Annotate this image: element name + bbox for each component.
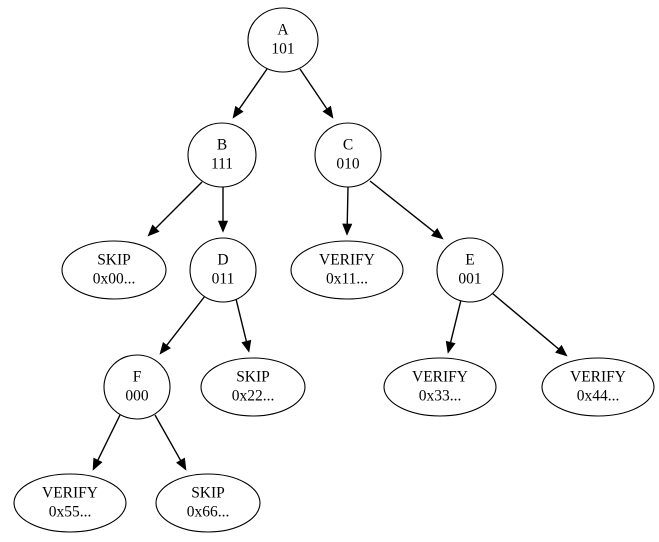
node-shape[interactable] xyxy=(189,237,257,303)
edge-line xyxy=(154,414,182,461)
edge-c-to-e xyxy=(369,180,444,240)
node-label-primary: D xyxy=(217,252,228,269)
edge-line xyxy=(491,292,560,350)
arrowhead-icon xyxy=(92,457,103,471)
node-shape[interactable] xyxy=(290,240,404,300)
arrowhead-icon xyxy=(342,223,353,236)
edge-e-to-v4 xyxy=(491,292,568,357)
node-f[interactable]: F 000 xyxy=(103,354,171,420)
node-label-secondary: 011 xyxy=(212,271,235,288)
edge-b-to-d xyxy=(217,187,229,233)
edge-d-to-f xyxy=(159,295,206,355)
edge-c-to-v1 xyxy=(342,186,353,236)
edge-b-to-s0 xyxy=(147,181,203,237)
node-label-secondary: 0x55... xyxy=(49,504,92,521)
arrowhead-icon xyxy=(431,228,444,240)
node-label-primary: SKIP xyxy=(191,485,225,502)
node-label-secondary: 101 xyxy=(271,41,294,58)
node-b[interactable]: B 111 xyxy=(187,122,257,188)
edge-d-to-s2 xyxy=(235,298,252,353)
node-label-secondary: 111 xyxy=(211,156,233,173)
node-shape[interactable] xyxy=(200,357,306,417)
node-s2[interactable]: SKIP 0x22... xyxy=(200,357,306,417)
node-label-secondary: 0x44... xyxy=(577,388,620,405)
node-shape[interactable] xyxy=(247,7,319,73)
edge-line xyxy=(166,295,206,346)
node-shape[interactable] xyxy=(155,473,261,533)
node-label-primary: VERIFY xyxy=(42,485,98,502)
node-label-primary: A xyxy=(277,22,289,39)
nodes-layer: A101B111C010SKIP0x00...D011VERIFY0x11...… xyxy=(13,7,655,533)
node-label-secondary: 010 xyxy=(336,156,360,173)
arrowhead-icon xyxy=(322,105,334,119)
edge-a-to-c xyxy=(299,68,334,119)
node-v4[interactable]: VERIFY 0x44... xyxy=(541,357,655,417)
edge-a-to-b xyxy=(232,68,268,119)
node-v1[interactable]: VERIFY 0x11... xyxy=(290,240,404,300)
node-label-secondary: 0x00... xyxy=(93,271,136,288)
arrowhead-icon xyxy=(232,105,244,119)
node-shape[interactable] xyxy=(383,357,497,417)
arrowhead-icon xyxy=(555,344,568,357)
arrowhead-icon xyxy=(217,220,229,233)
node-e[interactable]: E 001 xyxy=(436,237,504,303)
edges-layer xyxy=(92,68,568,471)
node-v3[interactable]: VERIFY 0x33... xyxy=(383,357,497,417)
node-c[interactable]: C 010 xyxy=(314,122,382,188)
node-label-primary: SKIP xyxy=(236,369,270,386)
edge-line xyxy=(449,299,462,343)
edge-line xyxy=(299,68,328,110)
node-label-primary: B xyxy=(217,137,227,154)
node-shape[interactable] xyxy=(541,357,655,417)
edge-line xyxy=(238,68,268,110)
node-label-secondary: 0x66... xyxy=(187,504,230,521)
edge-f-to-v5 xyxy=(92,414,121,471)
arrowhead-icon xyxy=(445,340,456,354)
node-label-primary: SKIP xyxy=(97,252,131,269)
node-label-primary: F xyxy=(133,369,142,386)
node-label-primary: C xyxy=(343,137,353,154)
edge-line xyxy=(155,181,203,229)
arrowhead-icon xyxy=(147,224,160,237)
arrowhead-icon xyxy=(159,341,171,355)
node-shape[interactable] xyxy=(314,122,382,188)
node-shape[interactable] xyxy=(187,122,257,188)
node-shape[interactable] xyxy=(13,473,127,533)
node-shape[interactable] xyxy=(436,237,504,303)
edge-line xyxy=(369,180,435,233)
arrowhead-icon xyxy=(241,339,252,353)
edge-e-to-v3 xyxy=(445,299,462,354)
arrowhead-icon xyxy=(176,457,187,471)
edge-line xyxy=(346,186,349,225)
node-label-secondary: 0x11... xyxy=(326,271,368,288)
node-label-primary: VERIFY xyxy=(319,252,375,269)
node-shape[interactable] xyxy=(103,354,171,420)
node-label-secondary: 0x33... xyxy=(419,388,462,405)
node-label-secondary: 0x22... xyxy=(232,388,275,405)
node-label-primary: VERIFY xyxy=(570,369,626,386)
edge-line xyxy=(235,298,248,342)
node-s0[interactable]: SKIP 0x00... xyxy=(61,240,167,300)
node-label-primary: VERIFY xyxy=(412,369,468,386)
edge-f-to-s6 xyxy=(154,414,187,471)
node-v5[interactable]: VERIFY 0x55... xyxy=(13,473,127,533)
node-s6[interactable]: SKIP 0x66... xyxy=(155,473,261,533)
node-label-secondary: 000 xyxy=(125,388,149,405)
edge-line xyxy=(97,414,121,461)
node-d[interactable]: D 011 xyxy=(189,237,257,303)
node-a[interactable]: A 101 xyxy=(247,7,319,73)
node-shape[interactable] xyxy=(61,240,167,300)
node-label-primary: E xyxy=(465,252,474,269)
node-label-secondary: 001 xyxy=(458,271,481,288)
